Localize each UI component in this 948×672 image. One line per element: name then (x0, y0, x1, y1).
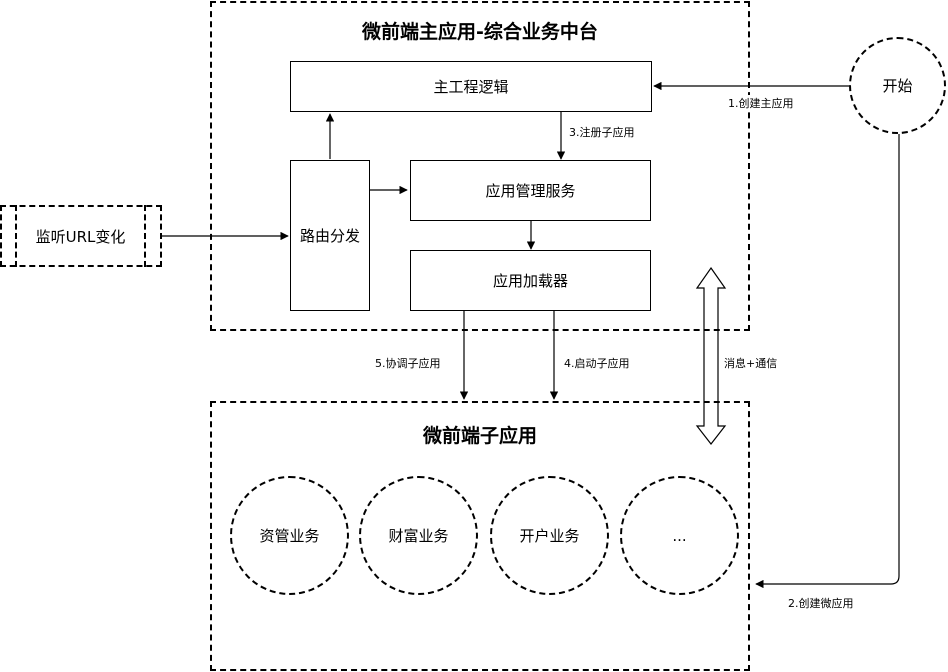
listener-box (0, 205, 162, 267)
main-app-title: 微前端主应用-综合业务中台 (362, 21, 598, 43)
app-loader-box: 应用加载器 (410, 250, 651, 311)
routing-box: 路由分发 (290, 160, 370, 311)
main-logic-box: 主工程逻辑 (290, 61, 652, 112)
sub-app-item: 资管业务 (230, 476, 349, 595)
edge-label-coordinate-sub: 5.协调子应用 (374, 355, 442, 371)
main-app-container (210, 1, 750, 331)
edge-label-create-micro: 2.创建微应用 (787, 595, 855, 611)
sub-app-item: 财富业务 (359, 476, 478, 595)
sub-app-item: ... (620, 476, 739, 595)
message-double-arrow (695, 266, 727, 445)
sub-app-item: 开户业务 (490, 476, 609, 595)
app-mgmt-box: 应用管理服务 (410, 160, 651, 221)
sub-app-title: 微前端子应用 (422, 425, 537, 447)
edge-label-start-sub: 4.启动子应用 (563, 355, 631, 371)
listener-inner-line-left (15, 205, 17, 267)
listener-inner-line-right (144, 205, 146, 267)
edge-label-message: 消息+通信 (723, 355, 779, 371)
edge-create-micro (755, 134, 900, 589)
sub-app-container (210, 401, 750, 671)
listener-label: 监听URL变化 (35, 228, 126, 246)
edge-label-register-sub: 3.注册子应用 (568, 124, 636, 140)
start-node: 开始 (849, 37, 946, 134)
edge-label-create-main: 1.创建主应用 (727, 95, 795, 111)
